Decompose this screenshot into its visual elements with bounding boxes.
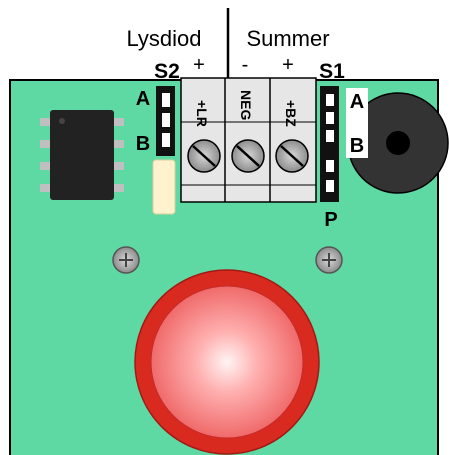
mounting-screw-left — [112, 246, 140, 274]
ic-chip — [40, 110, 124, 200]
header-lysdiod: Lysdiod — [126, 26, 201, 51]
terminal-block — [180, 77, 317, 203]
jumper-s1-name: S1 — [319, 60, 345, 83]
screw-bz — [275, 139, 309, 173]
terminal-label-neg: NEG — [238, 90, 254, 120]
terminal-label-lr: +LR — [194, 100, 210, 127]
jumper-s1-p — [320, 86, 339, 202]
terminal-label-bz: +BZ — [283, 100, 299, 127]
plus-lr: + — [193, 54, 205, 76]
screw-lr — [187, 139, 221, 173]
push-button — [134, 269, 320, 455]
jumper-s2 — [156, 86, 175, 156]
minus-neg: - — [242, 54, 249, 76]
s2-pin-a: A — [136, 88, 150, 110]
led — [152, 159, 176, 215]
jumper-s2-name: S2 — [154, 60, 180, 83]
mounting-screw-right — [315, 246, 343, 274]
buzzer — [347, 92, 449, 194]
header-summer: Summer — [246, 26, 329, 51]
s1-label-strip — [346, 88, 368, 158]
plus-bz: + — [282, 54, 294, 76]
screw-neg — [231, 139, 265, 173]
jumper-p-name: P — [324, 209, 337, 231]
s1-pin-a: A — [350, 91, 364, 113]
s2-pin-b: B — [136, 133, 150, 155]
s1-pin-b: B — [350, 135, 364, 157]
